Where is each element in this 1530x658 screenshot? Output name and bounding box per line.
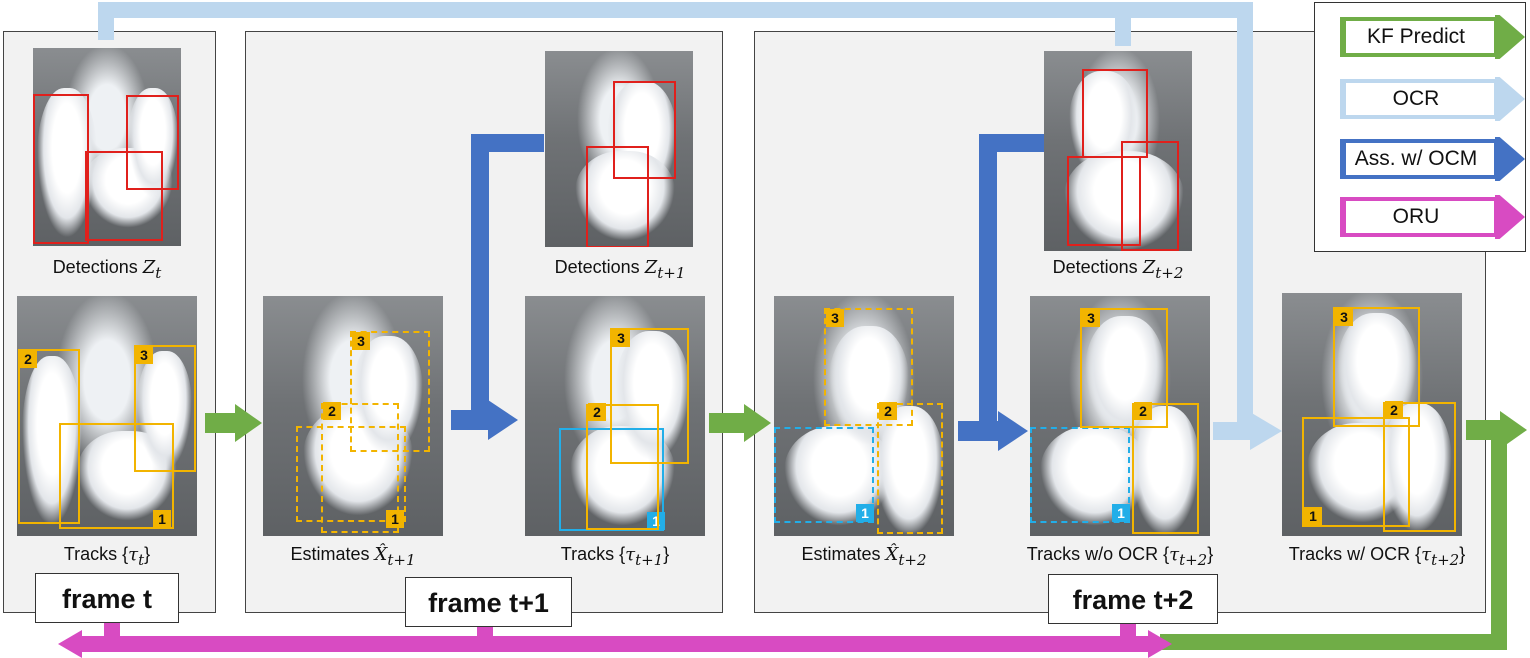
tracks-t-image: 2 1 3 [17,296,197,536]
track-id-1: 1 [647,512,665,530]
oru-path [58,622,1172,658]
tracks-wo-ocr-image: 1 2 3 [1030,296,1210,536]
detection-box [613,81,676,179]
track-id-2: 2 [1385,401,1403,419]
legend-label: OCR [1392,87,1440,110]
estimates-t2-image: 1 2 3 [774,296,954,536]
track-id-1: 1 [153,510,171,528]
legend-label: Ass. w/ OCM [1354,147,1478,170]
track-box-3 [134,345,196,472]
detection-box [33,94,89,244]
tracks-t1-caption: Tracks {τt+1} [560,544,670,569]
estimate-id-1: 1 [386,510,404,528]
track-box-1 [1302,417,1410,527]
estimate-id-3: 3 [826,309,844,327]
frame-t-label: frame t [35,573,179,623]
estimate-box-3 [350,331,430,452]
detection-box [126,95,179,190]
association-arrows [451,134,1044,451]
estimate-id-1: 1 [856,504,874,522]
track-id-3: 3 [612,329,630,347]
detections-t-caption: Detections Zt [52,257,162,282]
legend: KF Predict OCR Ass. w/ OCM ORU [1314,2,1526,252]
legend-association: Ass. w/ OCM [1339,137,1527,181]
detections-t-image [33,48,181,246]
track-id-2: 2 [19,350,37,368]
detection-box [586,146,649,247]
detections-t2-image [1044,51,1192,251]
track-box-1 [1030,427,1130,523]
track-id-3: 3 [135,346,153,364]
estimate-box-3 [824,308,913,426]
estimate-box-2 [877,403,943,534]
estimates-t1-image: 1 2 3 [263,296,443,536]
track-box-3 [1333,307,1420,427]
tracks-w-ocr-caption: Tracks w/ OCR {τt+2} [1288,544,1466,569]
legend-label: KF Predict [1366,25,1466,48]
tracks-t1-image: 1 2 3 [525,296,705,536]
detection-box [1067,156,1141,246]
legend-ocr: OCR [1339,77,1527,121]
detections-t2-caption: Detections Zt+2 [1052,257,1184,282]
ocr-path [98,2,1282,450]
track-id-1: 1 [1112,504,1130,522]
legend-oru: ORU [1339,195,1527,239]
tracks-t-caption: Tracks {τt} [63,544,151,569]
estimate-box-2 [321,403,399,533]
track-id-3: 3 [1082,309,1100,327]
detection-box [1121,141,1179,251]
estimate-id-2: 2 [323,402,341,420]
estimate-id-3: 3 [352,332,370,350]
frame-t1-label: frame t+1 [405,577,572,627]
track-box-2 [586,404,659,530]
estimates-t2-caption: Estimates X̂t+2 [801,544,927,569]
estimate-box-1 [774,427,874,523]
tracks-wo-ocr-caption: Tracks w/o OCR {τt+2} [1026,544,1214,569]
track-box-2 [18,349,80,524]
estimates-t1-caption: Estimates X̂t+1 [290,544,416,569]
track-id-2: 2 [1134,402,1152,420]
track-box-2 [1132,403,1199,534]
estimate-id-2: 2 [879,402,897,420]
detection-box [85,151,163,241]
legend-label: ORU [1392,205,1440,228]
track-id-1: 1 [1304,507,1322,525]
track-box-3 [610,328,689,464]
track-id-2: 2 [588,403,606,421]
kf-predict-arrows [205,404,1527,650]
track-id-3: 3 [1335,308,1353,326]
detections-t1-image [545,51,693,247]
frame-t2-label: frame t+2 [1048,574,1218,624]
track-box-1 [59,423,174,529]
tracks-w-ocr-image: 1 2 3 [1282,293,1462,536]
legend-kf-predict: KF Predict [1339,15,1527,59]
track-box-3 [1080,308,1168,428]
detections-t1-caption: Detections Zt+1 [554,257,686,282]
